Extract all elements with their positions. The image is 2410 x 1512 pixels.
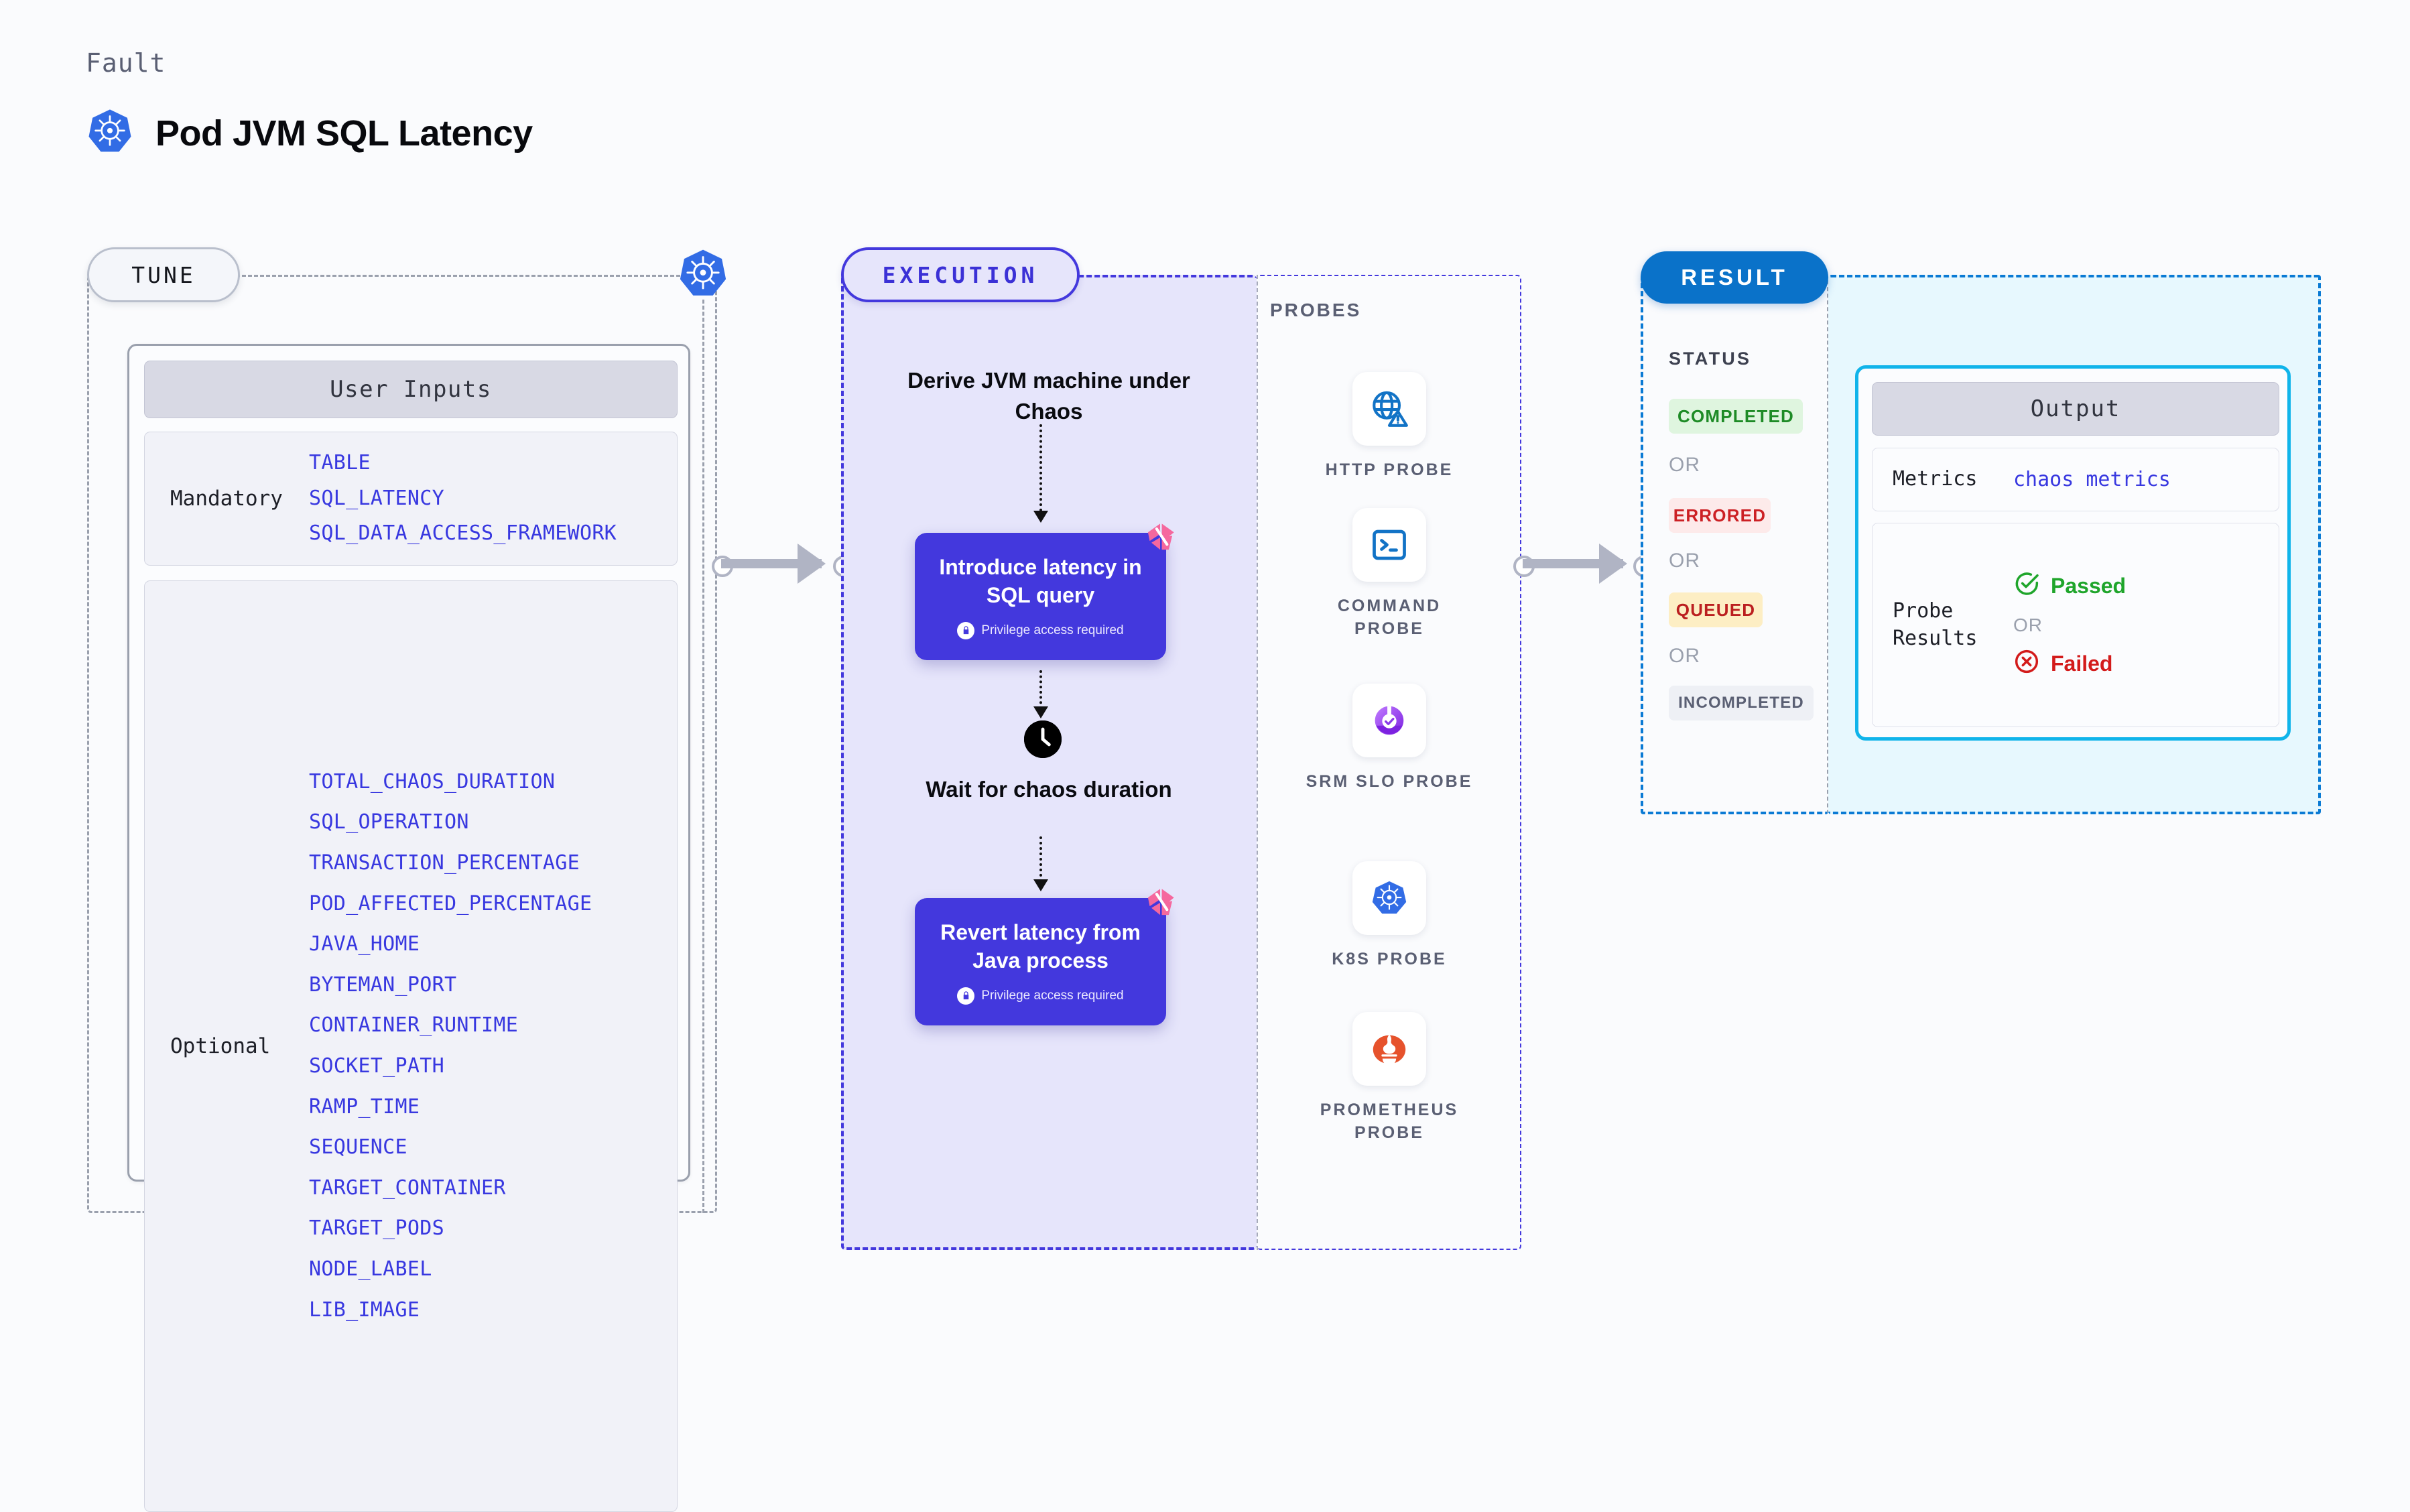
status-or-label: OR <box>1669 645 1700 667</box>
probe-result-passed: Passed <box>2013 570 2126 603</box>
probe-label: COMMAND PROBE <box>1337 596 1442 638</box>
flow-arrowhead <box>1033 706 1048 718</box>
param-item[interactable]: POD_AFFECTED_PERCENTAGE <box>309 891 592 916</box>
clock-icon <box>1024 720 1062 758</box>
probe-command[interactable]: COMMAND PROBE <box>1306 508 1473 641</box>
param-item[interactable]: NODE_LABEL <box>309 1257 432 1281</box>
fault-kicker: Fault <box>86 48 166 78</box>
param-item[interactable]: SOCKET_PATH <box>309 1054 444 1078</box>
param-item[interactable]: TARGET_CONTAINER <box>309 1176 506 1200</box>
lock-icon <box>957 621 975 639</box>
user-inputs-header: User Inputs <box>144 361 678 418</box>
probe-k8s[interactable]: K8S PROBE <box>1306 861 1473 971</box>
flow-connector <box>1039 836 1042 882</box>
param-item[interactable]: TARGET_PODS <box>309 1216 444 1241</box>
connector-line <box>1523 559 1623 568</box>
prometheus-icon <box>1352 1012 1426 1086</box>
param-item[interactable]: SQL_OPERATION <box>309 810 469 834</box>
execution-pill-label[interactable]: EXECUTION <box>841 247 1080 302</box>
tune-pill-label[interactable]: TUNE <box>87 247 240 302</box>
param-item[interactable]: TRANSACTION_PERCENTAGE <box>309 851 580 875</box>
metrics-label: Metrics <box>1893 467 1978 491</box>
flow-arrowhead <box>1033 879 1048 891</box>
user-inputs-card: User Inputs Mandatory TABLE SQL_LATENCY … <box>127 344 690 1512</box>
status-title: STATUS <box>1669 349 1752 369</box>
globe-warning-icon <box>1352 372 1426 446</box>
connector-arrowhead <box>1599 544 1627 584</box>
mandatory-param-list: TABLE SQL_LATENCY SQL_DATA_ACCESS_FRAMEW… <box>309 446 677 552</box>
optional-params-group: Optional TOTAL_CHAOS_DURATION SQL_OPERAT… <box>144 580 678 1512</box>
probe-label: SRM SLO PROBE <box>1306 772 1473 791</box>
probe-result-failed: Failed <box>2013 648 2126 680</box>
probe-label: K8S PROBE <box>1332 950 1447 968</box>
probe-label: HTTP PROBE <box>1325 460 1454 479</box>
output-header: Output <box>1872 382 2279 436</box>
kubernetes-icon <box>86 107 134 159</box>
privilege-text: Privilege access required <box>981 623 1124 637</box>
failed-label: Failed <box>2051 651 2113 676</box>
passed-label: Passed <box>2051 574 2127 598</box>
kubernetes-icon <box>677 247 729 300</box>
param-item[interactable]: LIB_IMAGE <box>309 1298 420 1322</box>
harness-logo-icon <box>1139 882 1181 924</box>
status-badge-errored: ERRORED <box>1669 498 1771 533</box>
param-item[interactable]: TOTAL_CHAOS_DURATION <box>309 769 556 794</box>
page-title: Pod JVM SQL Latency <box>86 107 533 159</box>
probe-results-label: Probe Results <box>1893 599 1978 650</box>
privilege-note: Privilege access required <box>957 987 1124 1005</box>
check-circle-icon <box>2013 570 2040 603</box>
mandatory-params-group: Mandatory TABLE SQL_LATENCY SQL_DATA_ACC… <box>144 432 678 566</box>
optional-param-list: TOTAL_CHAOS_DURATION SQL_OPERATION TRANS… <box>309 762 677 1330</box>
page-title-text: Pod JVM SQL Latency <box>155 113 533 153</box>
metrics-row: Metrics chaos metrics <box>1872 448 2279 511</box>
srm-slo-icon <box>1352 684 1426 757</box>
output-card: Output Metrics chaos metrics Probe Resul… <box>1855 365 2291 741</box>
status-or-label: OR <box>1669 454 1700 476</box>
privilege-note: Privilege access required <box>957 621 1124 639</box>
flow-connector <box>1039 424 1042 511</box>
param-item[interactable]: SQL_DATA_ACCESS_FRAMEWORK <box>309 521 617 546</box>
param-item[interactable]: RAMP_TIME <box>309 1094 420 1119</box>
optional-label: Optional <box>170 1034 271 1058</box>
probes-divider <box>1257 275 1258 1250</box>
param-item[interactable]: SQL_LATENCY <box>309 486 444 510</box>
status-badge-completed: COMPLETED <box>1669 399 1803 434</box>
param-item[interactable]: SEQUENCE <box>309 1135 407 1159</box>
harness-logo-icon <box>1139 517 1181 558</box>
terminal-icon <box>1352 508 1426 582</box>
flow-connector <box>1039 670 1042 709</box>
privilege-text: Privilege access required <box>981 988 1124 1003</box>
step-derive-label: Derive JVM machine under Chaos <box>907 368 1190 424</box>
probe-srm-slo[interactable]: SRM SLO PROBE <box>1306 684 1473 794</box>
step-introduce-title: Introduce latency in SQL query <box>939 555 1142 607</box>
param-item[interactable]: BYTEMAN_PORT <box>309 972 457 997</box>
step-wait-label: Wait for chaos duration <box>926 777 1172 802</box>
step-revert-latency[interactable]: Revert latency from Java process Privile… <box>915 889 1174 1025</box>
result-status-panel <box>1641 275 1828 814</box>
result-pill-label[interactable]: RESULT <box>1641 251 1828 304</box>
step-introduce-latency[interactable]: Introduce latency in SQL query Privilege… <box>915 523 1174 660</box>
status-badge-queued: QUEUED <box>1669 592 1763 627</box>
metrics-value[interactable]: chaos metrics <box>2013 468 2171 491</box>
probe-results-row: Probe Results Passed OR <box>1872 523 2279 727</box>
probe-prometheus[interactable]: PROMETHEUS PROBE <box>1306 1012 1473 1145</box>
probe-label: PROMETHEUS PROBE <box>1320 1100 1459 1142</box>
flow-arrowhead <box>1033 511 1048 523</box>
step-revert-title: Revert latency from Java process <box>940 920 1141 972</box>
kubernetes-icon <box>1352 861 1426 935</box>
probe-http[interactable]: HTTP PROBE <box>1306 372 1473 482</box>
output-or-label: OR <box>2013 614 2043 635</box>
param-item[interactable]: JAVA_HOME <box>309 932 420 956</box>
param-item[interactable]: TABLE <box>309 451 371 475</box>
tune-badge-guide-line <box>702 300 704 1213</box>
status-badge-incompleted: INCOMPLETED <box>1669 686 1814 720</box>
connector-arrowhead <box>798 544 826 584</box>
probes-title: PROBES <box>1270 300 1362 320</box>
mandatory-label: Mandatory <box>170 487 283 511</box>
x-circle-icon <box>2013 648 2040 680</box>
status-or-label: OR <box>1669 550 1700 572</box>
lock-icon <box>957 987 975 1005</box>
connector-line <box>721 559 822 568</box>
param-item[interactable]: CONTAINER_RUNTIME <box>309 1013 519 1037</box>
